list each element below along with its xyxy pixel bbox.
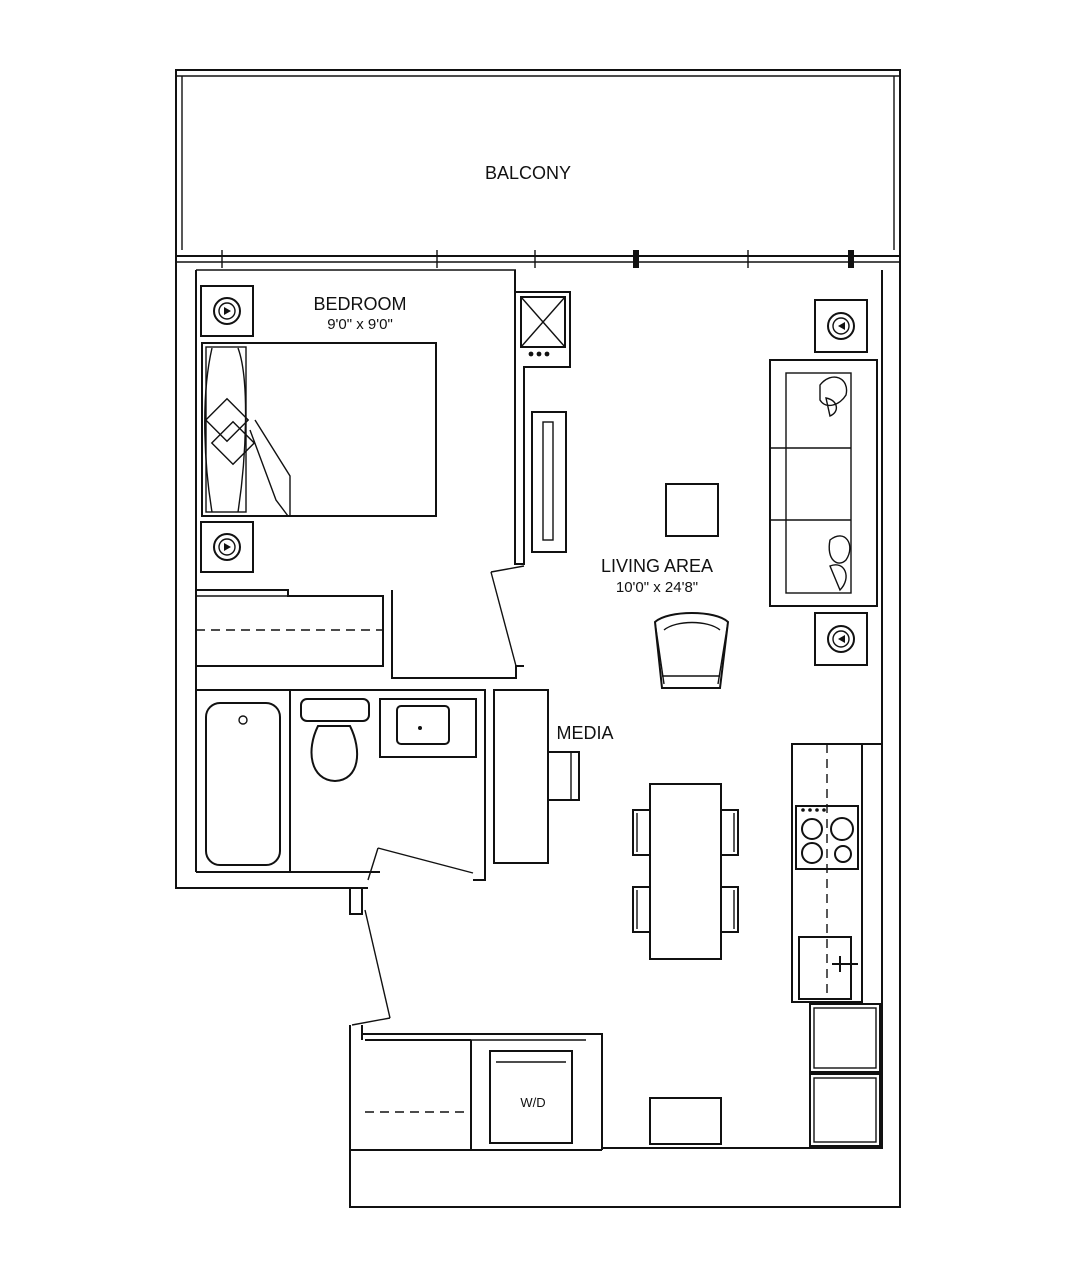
living-area: LIVING AREA 10'0" x 24'8" xyxy=(531,299,878,689)
kitchen xyxy=(791,743,882,1147)
living-area-dimensions: 10'0" x 24'8" xyxy=(616,579,698,596)
entry xyxy=(349,888,391,1150)
bed xyxy=(201,342,437,517)
media-desk xyxy=(493,689,549,864)
kitchen-sink xyxy=(798,936,858,1000)
living-lamp-top xyxy=(814,299,868,353)
mechanical-box xyxy=(520,296,566,357)
living-area-label: LIVING AREA xyxy=(601,556,713,576)
dining-chair xyxy=(720,809,739,856)
bedroom-label: BEDROOM xyxy=(313,294,406,314)
dining-chair xyxy=(632,809,651,856)
bathroom xyxy=(196,689,486,881)
cooktop xyxy=(795,805,859,870)
media-label: MEDIA xyxy=(556,723,613,743)
bedroom: BEDROOM 9'0" x 9'0" xyxy=(196,269,571,679)
entry-bench xyxy=(649,1097,722,1145)
media-nook: MEDIA xyxy=(493,689,614,864)
fridge-lower xyxy=(809,1073,881,1147)
media-chair xyxy=(547,751,580,801)
sofa xyxy=(769,359,878,607)
dining-chair xyxy=(720,886,739,933)
nightstand-lamp-bottom xyxy=(200,521,254,573)
living-lamp-bottom xyxy=(814,612,868,666)
dining-chair xyxy=(632,886,651,933)
balcony-label: BALCONY xyxy=(485,163,571,183)
vanity-sink xyxy=(379,698,477,758)
washer-dryer xyxy=(489,1050,573,1144)
tv-unit xyxy=(531,411,567,553)
fridge-upper xyxy=(809,1003,881,1073)
toilet xyxy=(300,698,370,783)
dining-table xyxy=(649,783,722,960)
exterior-walls xyxy=(175,256,901,1208)
armchair xyxy=(653,612,730,689)
nightstand-lamp-top xyxy=(200,285,254,337)
dining xyxy=(632,783,739,960)
coffee-table xyxy=(665,483,719,537)
bedroom-dimensions: 9'0" x 9'0" xyxy=(327,316,393,333)
washer-dryer-label: W/D xyxy=(520,1095,545,1110)
bathtub xyxy=(205,702,281,866)
window-wall xyxy=(176,250,900,268)
laundry: W/D xyxy=(362,1033,722,1150)
